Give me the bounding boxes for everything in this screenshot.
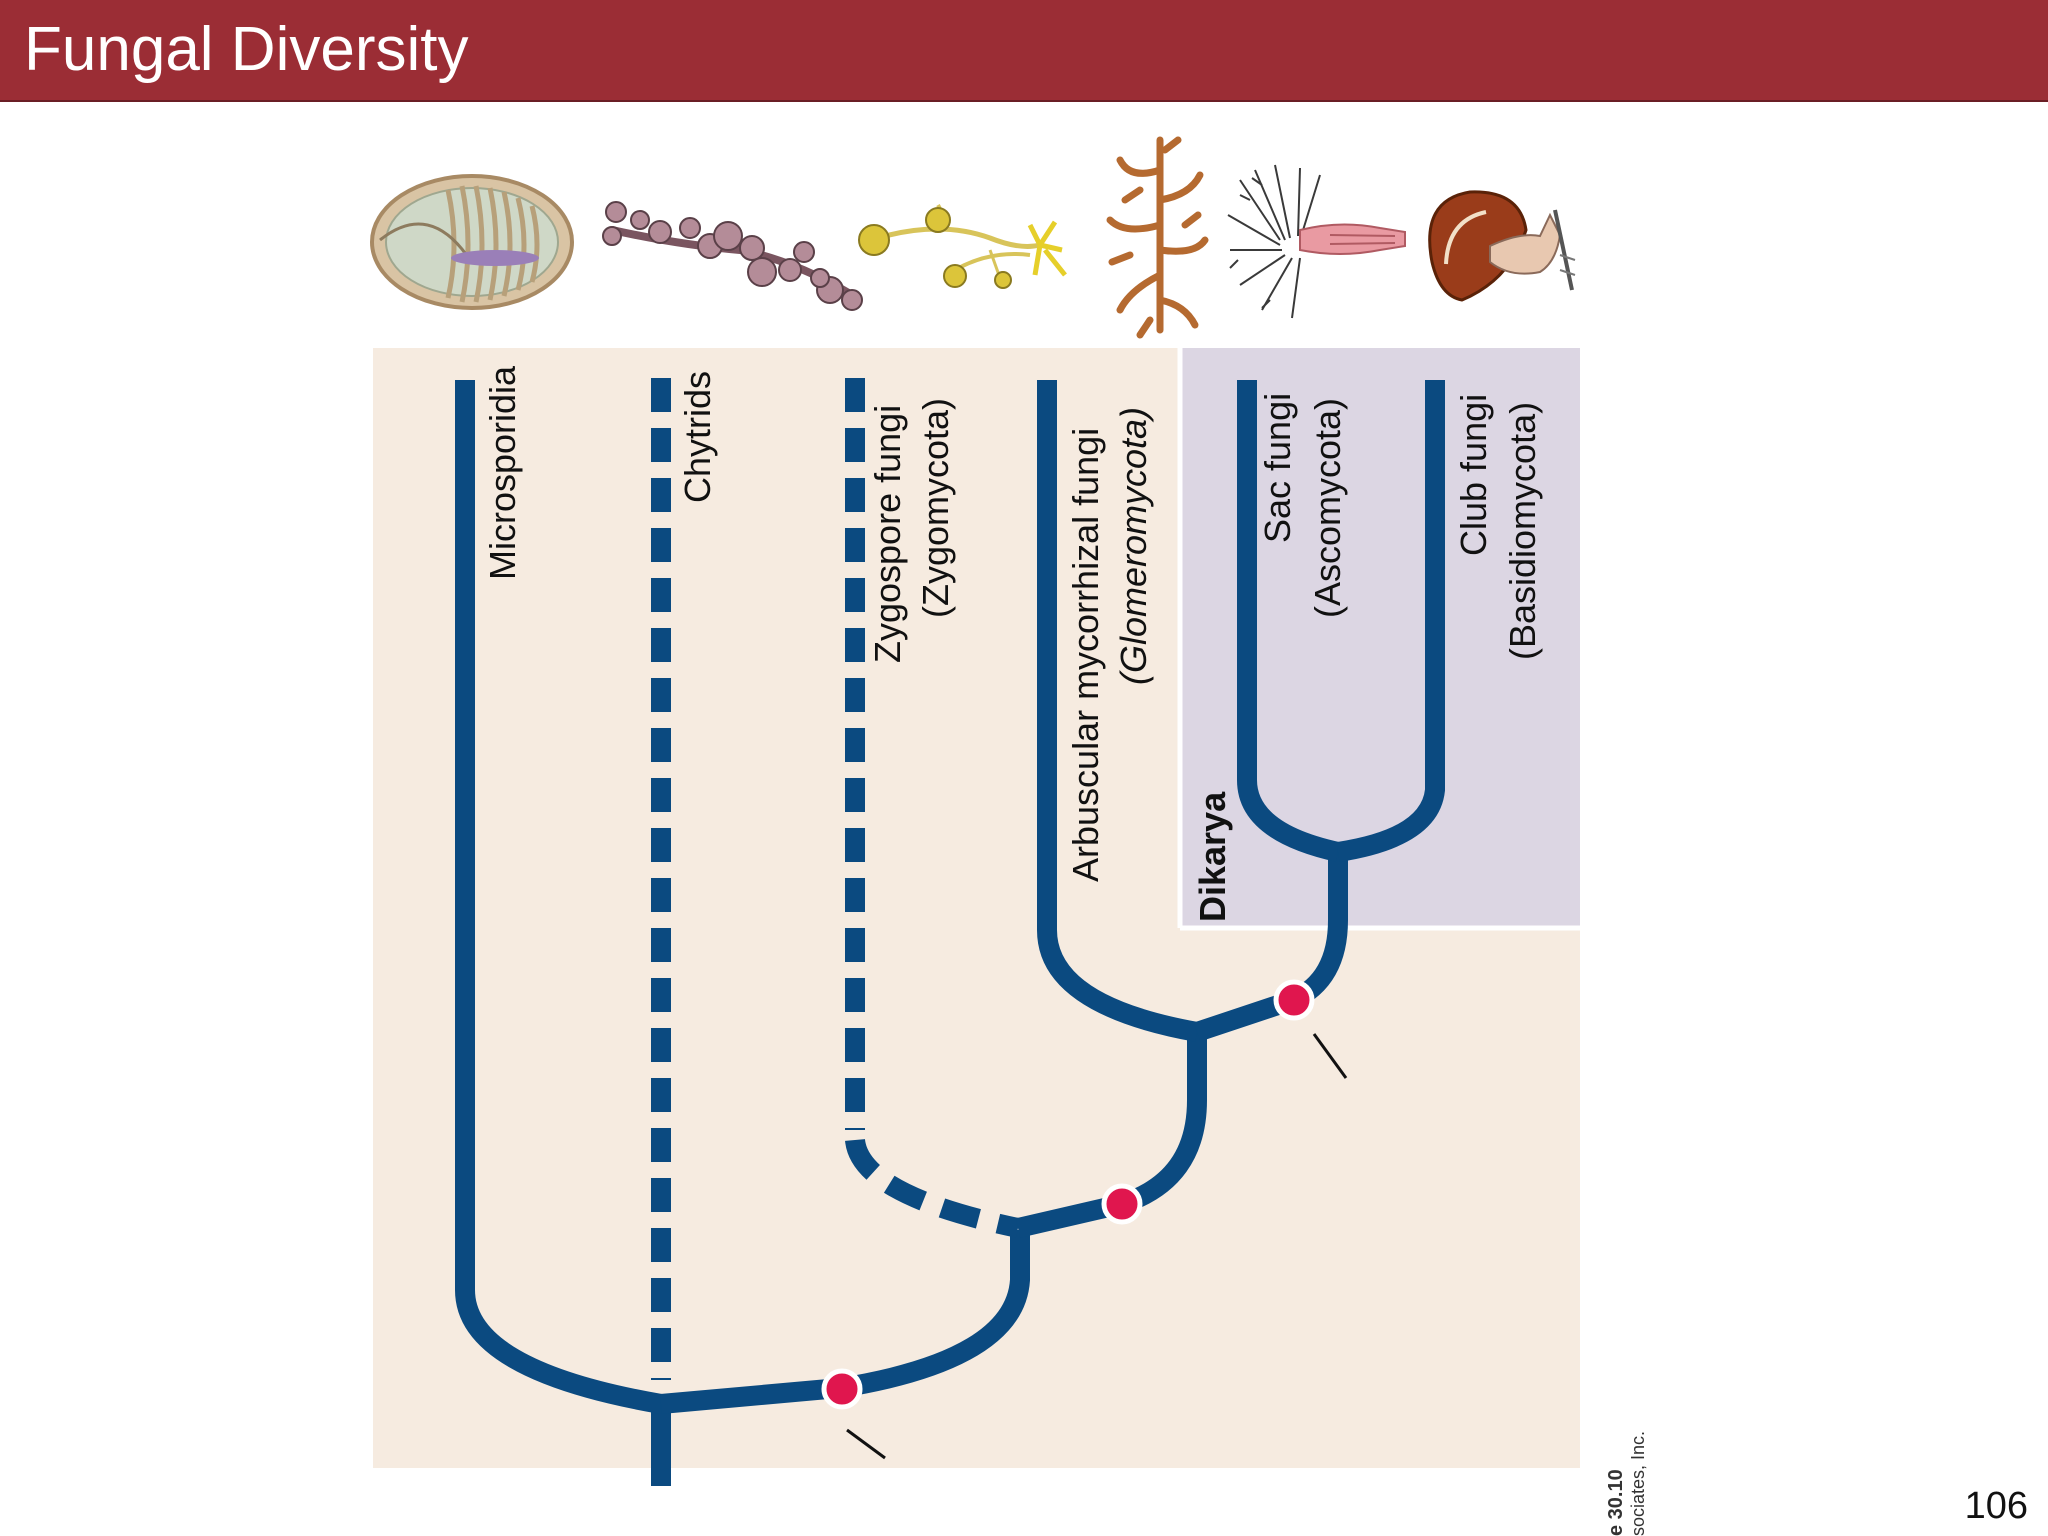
clade-label-sac-fungi: Sac fungi [1257, 393, 1298, 543]
mycorrhizal-fungus-icon [1106, 136, 1209, 339]
sac-fungi-branch [1237, 380, 1341, 862]
clade-label-basidiomycota: (Basidiomycota) [1502, 402, 1543, 660]
title-bar: Fungal Diversity [0, 0, 2048, 102]
synapomorphy-marker-3 [1273, 979, 1348, 1079]
synapomorphy-marker-2 [1101, 1183, 1143, 1225]
clade-label-chytrids: Chytrids [677, 371, 718, 503]
clade-label-arbuscular: Arbuscular mycorrhizal fungi [1065, 428, 1106, 882]
zygospore-branch-lower [845, 1138, 1021, 1238]
clade-label-ascomycota: (Ascomycota) [1307, 398, 1348, 618]
chytrid-icon [602, 201, 863, 311]
club-fungi-branch [1336, 380, 1445, 862]
mushroom-icon [1428, 190, 1576, 302]
slide-title: Fungal Diversity [24, 15, 469, 84]
zygospore-fungus-icon [858, 203, 1067, 289]
clade-label-microsporidia: Microsporidia [482, 365, 523, 580]
page-number: 106 [1964, 1485, 2028, 1527]
sac-fungus-icon [1227, 164, 1406, 319]
synapomorphy-marker-1 [821, 1368, 886, 1460]
figure-credit-number: e 30.10 [1605, 1469, 1627, 1536]
dikarya-group-label: Dikarya [1192, 791, 1233, 922]
clade-label-club-fungi: Club fungi [1453, 394, 1494, 556]
clade-label-glomeromycota: (Glomeromycota) [1113, 407, 1154, 685]
fungi-stem-branch [660, 1230, 1030, 1414]
clade-label-zygomycota: (Zygomycota) [915, 398, 956, 618]
microsporidia-spore-icon [370, 174, 574, 310]
clade-label-zygospore: Zygospore fungi [867, 405, 908, 663]
arbuscular-branch [1037, 380, 1199, 1042]
figure-credit-publisher: sociates, Inc. [1628, 1431, 1648, 1536]
microsporidia-branch [455, 380, 663, 1414]
